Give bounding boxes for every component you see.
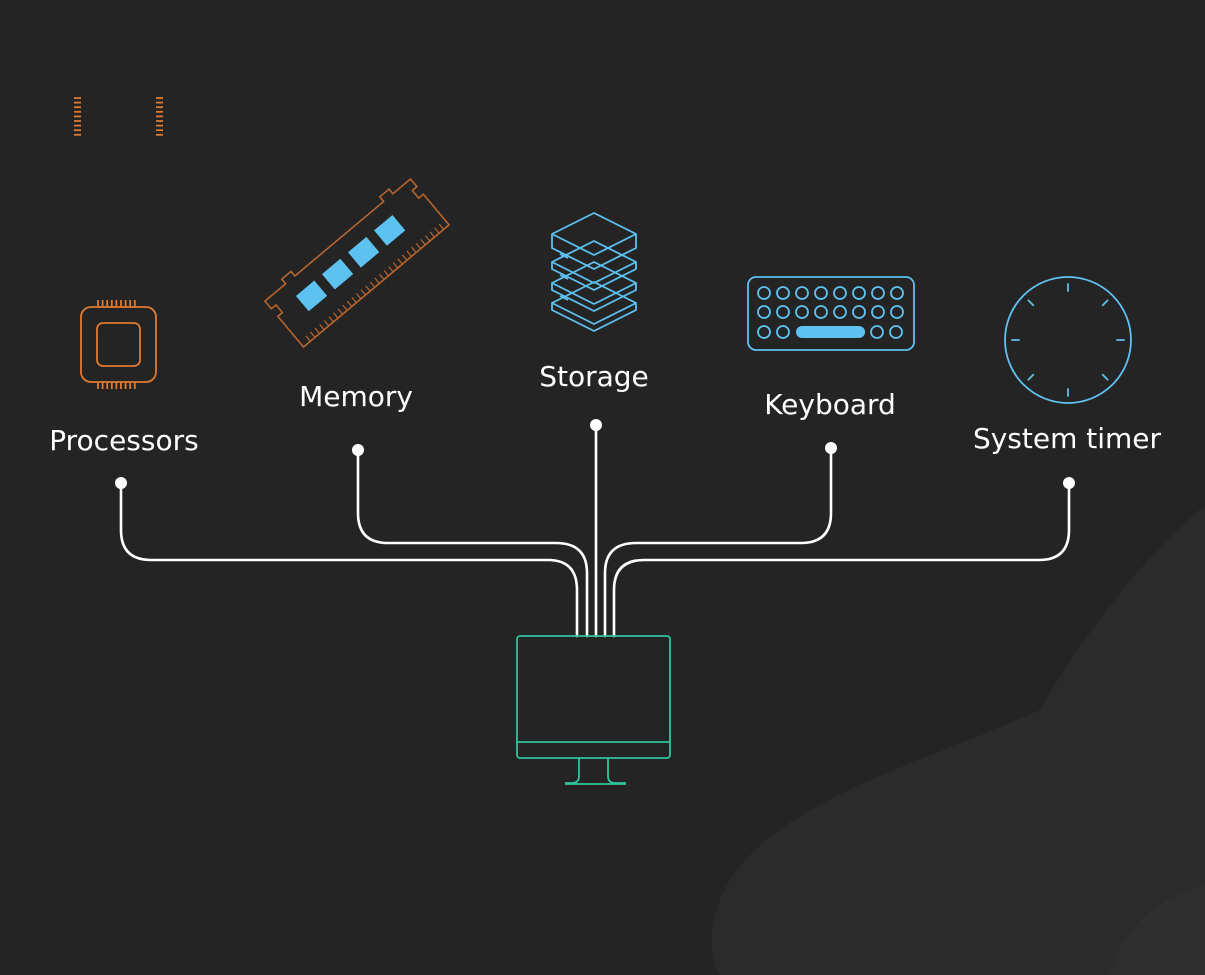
connector-memory — [356, 448, 589, 638]
processor-chip-icon — [74, 97, 163, 389]
connector-keyboard — [603, 446, 833, 638]
connector-system-timer — [612, 481, 1071, 638]
computer-monitor-icon — [516, 635, 671, 785]
background-blob-light — [1110, 885, 1205, 975]
label-storage: Storage — [539, 360, 649, 393]
connector-processors — [119, 481, 579, 638]
endpoint-system-timer — [1063, 477, 1075, 489]
label-keyboard: Keyboard — [764, 388, 896, 421]
label-processors: Processors — [49, 424, 198, 457]
connector-lines — [119, 423, 1071, 638]
label-system-timer: System timer — [973, 422, 1162, 455]
endpoint-memory — [352, 444, 364, 456]
clock-icon — [1004, 276, 1132, 404]
endpoint-keyboard — [825, 442, 837, 454]
background-blob — [711, 505, 1205, 975]
storage-stack-icon — [551, 212, 637, 332]
component-labels: Processors Memory Storage Keyboard Syste… — [49, 360, 1161, 457]
connector-endpoints — [115, 419, 1075, 489]
endpoint-storage — [590, 419, 602, 431]
keyboard-icon — [747, 276, 915, 351]
endpoint-processors — [115, 477, 127, 489]
label-memory: Memory — [299, 380, 413, 413]
memory-module-icon — [263, 177, 451, 349]
